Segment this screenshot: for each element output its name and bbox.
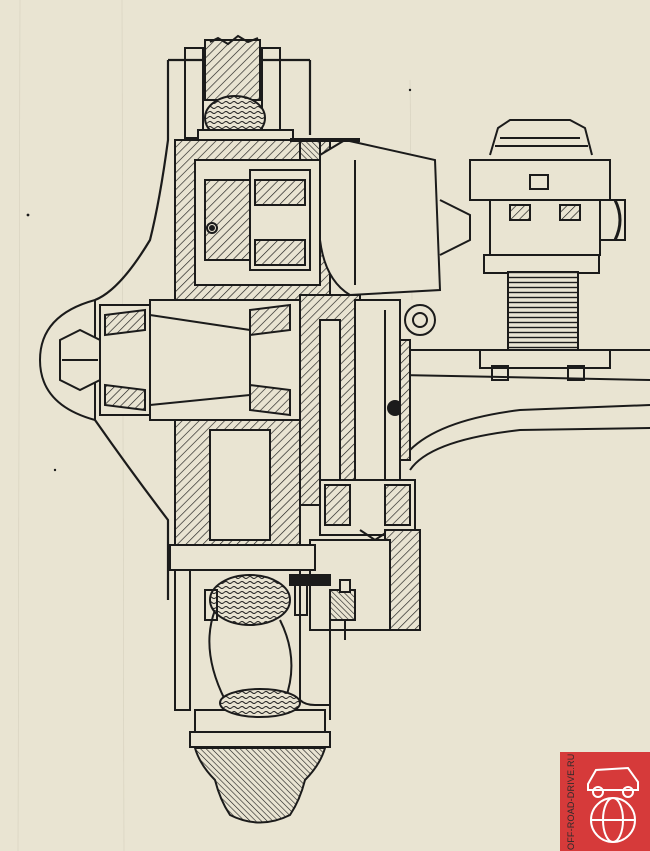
ord-logo — [587, 766, 639, 843]
steering-rod-assembly — [469, 119, 626, 381]
lower-wheel-stub — [189, 688, 331, 824]
drawing-marks — [26, 88, 412, 472]
watermark-site-text: OFF-ROAD-DRIVE.RU — [566, 753, 576, 850]
axle-beam — [399, 349, 650, 471]
wheel-hub-bearings — [38, 298, 301, 422]
upper-kingpin — [184, 34, 294, 143]
ball-joint-housing — [290, 138, 471, 297]
lower-knuckle-arm — [169, 419, 331, 720]
lower-kingpin-bearing — [289, 479, 421, 640]
central-kingpin-shaft — [299, 294, 436, 506]
upper-differential-housing — [174, 139, 331, 301]
